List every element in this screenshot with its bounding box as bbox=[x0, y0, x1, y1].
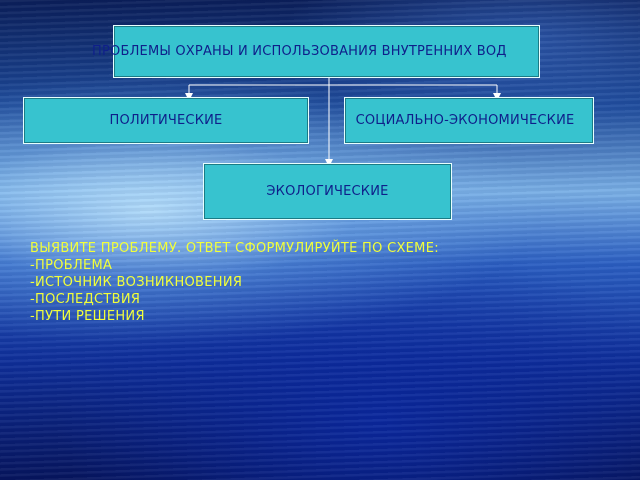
category-box-ecological: ЭКОЛОГИЧЕСКИЕ bbox=[203, 163, 452, 220]
category-label-ecological: ЭКОЛОГИЧЕСКИЕ bbox=[266, 184, 389, 199]
task-item-solutions: -ПУТИ РЕШЕНИЯ bbox=[30, 309, 145, 324]
category-label-socioeconomic: СОЦИАЛЬНО-ЭКОНОМИЧЕСКИЕ bbox=[355, 113, 575, 128]
task-item-consequences: -ПОСЛЕДСТВИЯ bbox=[30, 292, 141, 307]
task-title: ВЫЯВИТЕ ПРОБЛЕМУ. ОТВЕТ СФОРМУЛИРУЙТЕ ПО… bbox=[30, 241, 439, 256]
category-box-political: ПОЛИТИЧЕСКИЕ bbox=[23, 97, 309, 144]
task-block: ВЫЯВИТЕ ПРОБЛЕМУ. ОТВЕТ СФОРМУЛИРУЙТЕ ПО… bbox=[30, 240, 439, 325]
root-box: ПРОБЛЕМЫ ОХРАНЫ И ИСПОЛЬЗОВАНИЯ ВНУТРЕНН… bbox=[92, 25, 540, 78]
task-item-problem: -ПРОБЛЕМА bbox=[30, 258, 113, 273]
task-item-source: -ИСТОЧНИК ВОЗНИКНОВЕНИЯ bbox=[30, 275, 243, 290]
root-box-label: ПРОБЛЕМЫ ОХРАНЫ И ИСПОЛЬЗОВАНИЯ ВНУТРЕНН… bbox=[92, 44, 507, 59]
category-box-socioeconomic: СОЦИАЛЬНО-ЭКОНОМИЧЕСКИЕ bbox=[344, 97, 594, 144]
category-label-political: ПОЛИТИЧЕСКИЕ bbox=[109, 113, 223, 128]
